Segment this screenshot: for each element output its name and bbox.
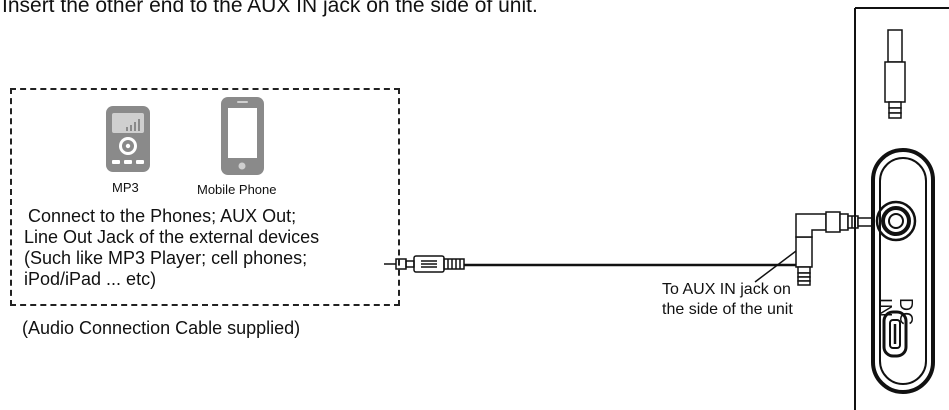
connect-text-line-4: iPod/iPad ... etc) [24,269,157,289]
connect-text-line-2: Line Out Jack of the external devices [24,227,320,247]
dc-in-label: DC IN [875,298,916,326]
mobile-phone-icon [221,97,264,175]
cable-plug-right-angle [795,211,875,286]
unit-side-panel [854,7,949,410]
connect-text-line-1: Connect to the Phones; AUX Out; [28,206,297,226]
aux-in-label-line-2: the side of the unit [662,301,793,318]
instruction-heading: Insert the other end to the AUX IN jack … [2,0,538,17]
headphone-plug-icon [884,29,906,119]
aux-in-label-line-1: To AUX IN jack on [662,281,791,298]
aux-in-jack-icon [875,200,917,242]
mobile-phone-label: Mobile Phone [197,182,277,197]
aux-in-label: To AUX IN jack on the side of the unit [662,280,793,320]
cable-plug-left [384,255,465,273]
mp3-label: MP3 [112,180,139,195]
external-devices-box [10,88,400,306]
mp3-player-icon [106,106,150,172]
cable-caption: (Audio Connection Cable supplied) [22,318,301,338]
dc-in-port-icon [882,310,908,358]
connect-text-line-3: (Such like MP3 Player; cell phones; [24,248,308,268]
